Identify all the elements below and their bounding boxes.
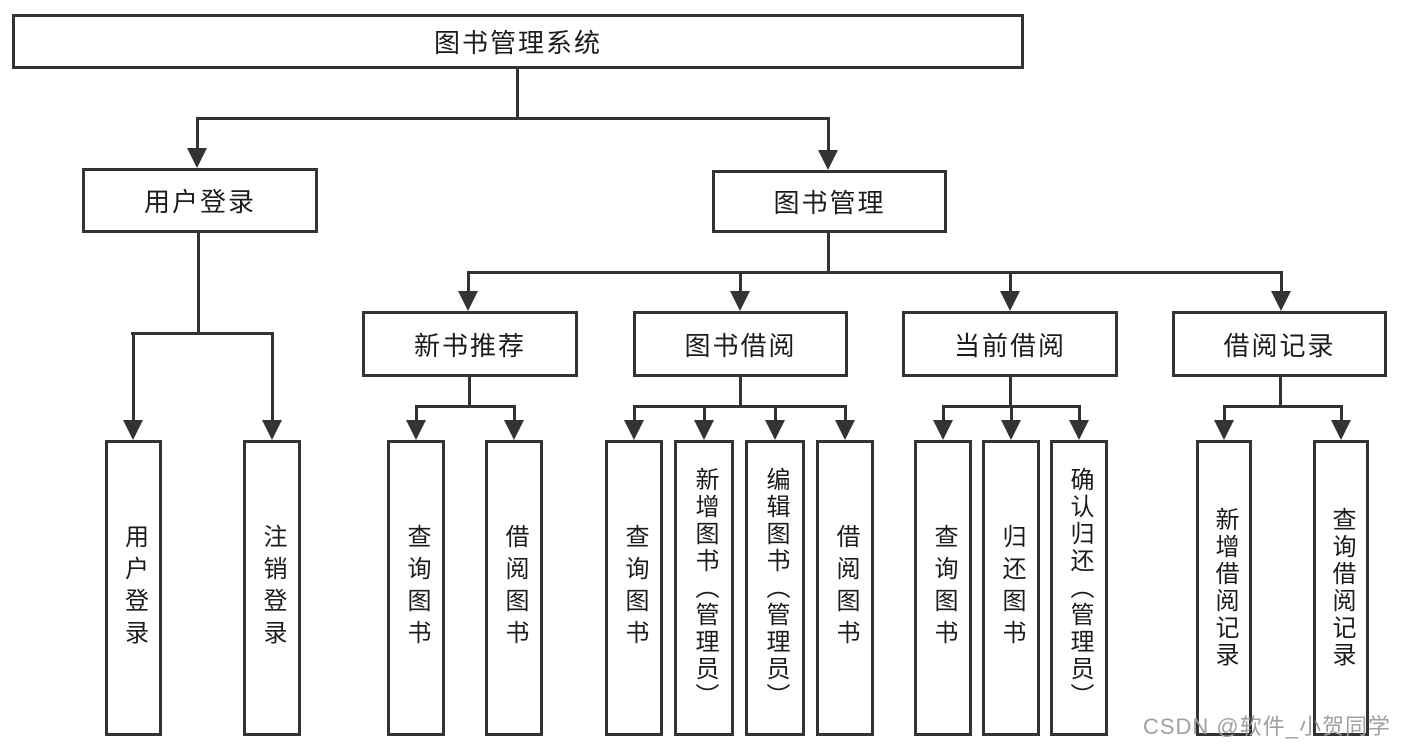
node-label: 查询图书: [621, 524, 648, 652]
arrow-down-icon: [406, 420, 426, 440]
leaf-query-books-borrowing: 查询图书: [605, 440, 663, 736]
arrow-down-icon: [624, 420, 644, 440]
edge-line: [942, 405, 945, 422]
leaf-add-book-admin: 新增图书（管理员）: [674, 440, 734, 736]
edge-line: [827, 231, 830, 274]
edge-line: [197, 231, 200, 335]
arrow-down-icon: [1271, 291, 1291, 311]
edge-line: [516, 69, 519, 120]
edge-line: [774, 405, 777, 422]
node-book-management: 图书管理: [712, 170, 947, 233]
arrow-down-icon: [818, 150, 838, 170]
edge-line: [633, 405, 636, 422]
leaf-user-login: 用户登录: [105, 440, 162, 736]
edge-line: [739, 375, 742, 408]
arrow-down-icon: [1001, 420, 1021, 440]
arrow-down-icon: [835, 420, 855, 440]
edge-line: [1223, 405, 1342, 408]
node-label: 查询借阅记录: [1328, 507, 1355, 669]
edge-line: [271, 332, 274, 422]
node-label: 借阅记录: [1223, 330, 1336, 361]
node-label: 用户登录: [120, 524, 148, 652]
edge-line: [1078, 405, 1081, 422]
arrow-down-icon: [730, 291, 750, 311]
edge-line: [1280, 271, 1283, 293]
edge-line: [132, 332, 135, 422]
arrow-down-icon: [458, 291, 478, 311]
edge-line: [844, 405, 847, 422]
node-label: 当前借阅: [953, 330, 1066, 361]
edge-line: [467, 271, 470, 293]
leaf-borrow-books-borrowing: 借阅图书: [816, 440, 874, 736]
edge-line: [415, 405, 418, 422]
leaf-query-borrow-record: 查询借阅记录: [1313, 440, 1369, 736]
node-book-borrowing: 图书借阅: [633, 311, 848, 377]
node-label: 编辑图书（管理员）: [762, 466, 789, 710]
leaf-confirm-return-admin: 确认归还（管理员）: [1050, 440, 1108, 736]
arrow-down-icon: [1331, 420, 1351, 440]
node-label: 新增图书（管理员）: [691, 466, 718, 710]
node-user-login: 用户登录: [82, 168, 318, 233]
edge-line: [739, 271, 742, 293]
edge-line: [1223, 405, 1226, 422]
node-label: 确认归还（管理员）: [1066, 466, 1093, 710]
leaf-edit-book-admin: 编辑图书（管理员）: [745, 440, 805, 736]
leaf-add-borrow-record: 新增借阅记录: [1196, 440, 1252, 736]
node-label: 图书管理: [773, 188, 886, 218]
leaf-query-books-current: 查询图书: [914, 440, 972, 736]
arrow-down-icon: [262, 420, 282, 440]
arrow-down-icon: [504, 420, 524, 440]
watermark: CSDN @软件_小贺同学: [1142, 714, 1391, 739]
node-label: 图书管理系统: [433, 28, 602, 58]
arrow-down-icon: [1069, 420, 1089, 440]
node-label: 新增借阅记录: [1211, 507, 1238, 669]
edge-line: [196, 117, 199, 150]
edge-line: [415, 405, 516, 408]
node-root: 图书管理系统: [12, 14, 1024, 69]
node-borrowing-records: 借阅记录: [1172, 311, 1387, 377]
arrow-down-icon: [933, 420, 953, 440]
edge-line: [513, 405, 516, 422]
node-label: 借阅图书: [832, 524, 859, 652]
node-label: 新书推荐: [413, 330, 526, 361]
arrow-down-icon: [765, 420, 785, 440]
arrow-down-icon: [1214, 420, 1234, 440]
leaf-borrow-books-recommend: 借阅图书: [485, 440, 543, 736]
edge-line: [1279, 375, 1282, 408]
node-new-book-recommendation: 新书推荐: [362, 311, 578, 377]
arrow-down-icon: [1000, 291, 1020, 311]
edge-line: [1009, 271, 1012, 293]
leaf-logout: 注销登录: [243, 440, 301, 736]
arrow-down-icon: [123, 420, 143, 440]
edge-line: [827, 117, 830, 152]
arrow-down-icon: [187, 148, 207, 168]
edge-line: [131, 332, 274, 335]
leaf-return-books: 归还图书: [982, 440, 1040, 736]
node-label: 借阅图书: [501, 524, 528, 652]
node-label: 查询图书: [930, 524, 957, 652]
edge-line: [1010, 405, 1013, 422]
node-label: 注销登录: [259, 524, 286, 652]
node-label: 图书借阅: [684, 330, 797, 361]
edge-line: [1340, 405, 1343, 422]
edge-line: [467, 271, 1283, 274]
node-label: 归还图书: [998, 524, 1025, 652]
edge-line: [468, 375, 471, 408]
edge-line: [196, 117, 830, 120]
node-label: 查询图书: [403, 524, 430, 652]
node-label: 用户登录: [143, 187, 256, 217]
arrow-down-icon: [694, 420, 714, 440]
edge-line: [633, 405, 846, 408]
leaf-query-books-recommend: 查询图书: [387, 440, 445, 736]
edge-line: [703, 405, 706, 422]
node-current-borrowing: 当前借阅: [902, 311, 1118, 377]
edge-line: [1009, 375, 1012, 408]
